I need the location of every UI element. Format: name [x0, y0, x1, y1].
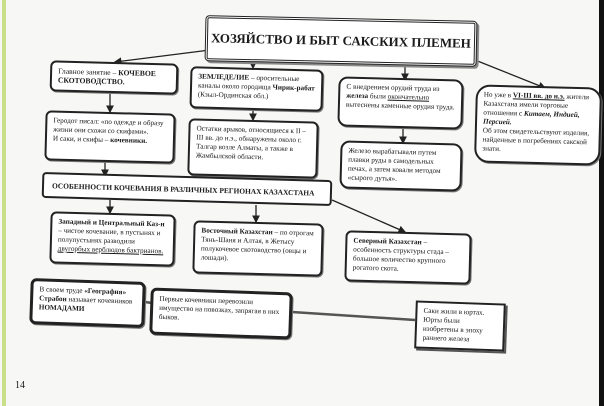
- main-occupation-box: Главное занятие – КОЧЕВОЕ СКОТОВОДСТВО.: [49, 60, 179, 95]
- text: Геродот писал: «по одежде и образу жизни…: [53, 116, 164, 137]
- text-bold: VI-III вв. до н.э.: [512, 91, 565, 101]
- page-title: ХОЗЯЙСТВО И БЫТ САКСКИХ ПЛЕМЕН: [204, 15, 478, 67]
- iron-smelting-box: Железо вырабатывали путем плавки руды в …: [339, 140, 463, 192]
- scan-edge: [2, 0, 6, 406]
- text-bold: НОМАДАМИ: [38, 303, 85, 313]
- strabo-box: В своем труде «География»Страбон называе…: [29, 278, 146, 328]
- text: Остатки арыков, относящиеся к II –III вв…: [195, 124, 307, 162]
- text: Саки жили в юртах. Юрты были изобретены …: [422, 306, 485, 344]
- text: вытеснены каменные орудия труда.: [345, 100, 455, 112]
- text: Об этом свидетельствуют изделия, найденн…: [482, 126, 590, 154]
- text: В своем труде: [39, 285, 85, 295]
- trade-relations-box: Но уже в VI-III вв. до н.э. жители Казах…: [474, 84, 602, 166]
- text: были: [368, 92, 388, 101]
- text: Железо вырабатывали путем плавки руды в …: [347, 146, 441, 183]
- text: – чистое кочевание, в пустынях и полупус…: [57, 226, 161, 246]
- text: (Кзыл-Ординская обл.): [197, 90, 269, 101]
- text-bold: железа: [346, 91, 369, 101]
- text-bold: кочевники.: [110, 136, 148, 145]
- west-central-box: Западный и Центральный Каз-н – чистое ко…: [49, 211, 176, 267]
- agriculture-box: ЗЕМЛЕДЕЛИЕ – оросительные каналы около г…: [189, 66, 324, 112]
- text-underlined: двугорбых верблюдов бактрианов.: [57, 244, 164, 256]
- herodotus-box: Геродот писал: «по одежде и образу жизни…: [44, 110, 176, 164]
- page-number: 14: [15, 380, 25, 391]
- text: Первые кочевники перевозили имущество на…: [158, 294, 280, 322]
- text-bold: «География»: [84, 286, 127, 297]
- text: И саки, и скифы –: [52, 134, 111, 145]
- yurts-note: Саки жили в юртах. Юрты были изобретены …: [414, 300, 506, 352]
- text-bold: Страбон: [38, 294, 67, 304]
- text: Но уже в: [483, 90, 514, 100]
- scan-border: [599, 0, 604, 406]
- east-box: Восточный Казахстан – по отрогам Тянь-Ша…: [192, 220, 324, 277]
- text-bold: Чирик-рабат: [272, 83, 315, 93]
- irrigation-remains-box: Остатки арыков, относящиеся к II –III вв…: [187, 118, 319, 179]
- wagons-box: Первые кочевники перевозили имущество на…: [149, 287, 293, 340]
- text-underlined: окончательно: [387, 92, 430, 102]
- north-box: Северный Казахстан – особенность структу…: [344, 230, 472, 285]
- text-bold: ЗЕМЛЕДЕЛИЕ: [198, 72, 250, 82]
- iron-tools-box: С внедрением орудий труда из железа были…: [337, 76, 464, 130]
